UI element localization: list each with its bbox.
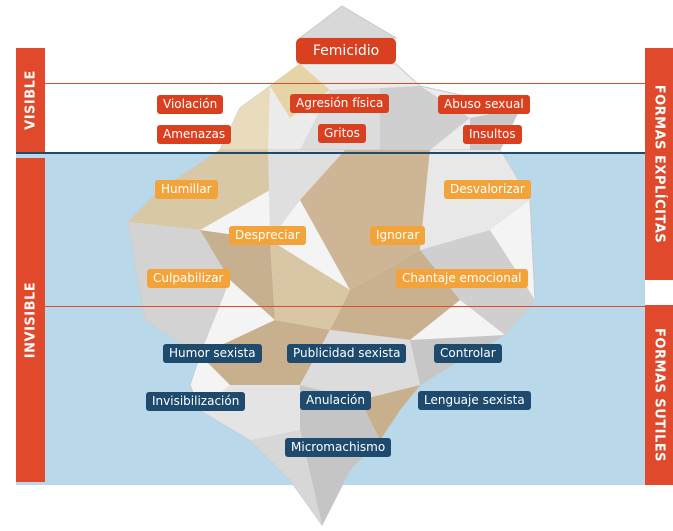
facet-body-5	[128, 222, 230, 355]
visible-label: VISIBLE	[23, 70, 38, 130]
femicidio-tag: Femicidio	[296, 38, 396, 64]
tag-amenazas: Amenazas	[157, 125, 232, 144]
tag-agresion-fisica: Agresión física	[290, 94, 390, 113]
tag-invisibilizacion: Invisibilización	[146, 392, 246, 411]
tag-publicidad-sexista: Publicidad sexista	[287, 344, 407, 363]
tag-desvalorizar: Desvalorizar	[444, 180, 531, 199]
facet-body-15	[360, 385, 420, 440]
tag-humillar: Humillar	[155, 180, 218, 199]
tag-insultos: Insultos	[463, 125, 522, 144]
facet-body-4	[420, 150, 530, 250]
invisible-side-label: INVISIBLE	[16, 158, 45, 482]
tag-humor-sexista: Humor sexista	[163, 344, 262, 363]
tag-anulacion: Anulación	[300, 391, 371, 410]
invisible-label: INVISIBLE	[23, 281, 38, 359]
tag-chantaje-emocional: Chantaje emocional	[396, 269, 528, 288]
visible-side-label: VISIBLE	[16, 48, 45, 152]
tag-lenguaje-sexista: Lenguaje sexista	[418, 391, 531, 410]
facet-tan-2	[220, 86, 270, 150]
waterline	[16, 152, 645, 154]
formas-explicitas-side-label: FORMAS EXPLÍCITAS	[645, 48, 673, 280]
formas-sutiles-side-label: FORMAS SUTILES	[645, 305, 673, 485]
tag-gritos: Gritos	[318, 124, 366, 143]
facet-body-6	[200, 230, 275, 320]
formas-sutiles-label: FORMAS SUTILES	[651, 328, 667, 462]
subtle-line	[16, 306, 645, 307]
tag-despreciar: Despreciar	[229, 226, 306, 245]
tag-culpabilizar: Culpabilizar	[147, 269, 230, 288]
iceberg-tip	[298, 5, 398, 39]
facet-grey-1	[380, 86, 470, 150]
tag-violacion: Violación	[157, 95, 224, 114]
tag-micromachismo: Micromachismo	[285, 438, 392, 457]
facet-body-3	[300, 150, 430, 290]
formas-explicitas-label: FORMAS EXPLÍCITAS	[651, 84, 667, 244]
tag-controlar: Controlar	[434, 344, 502, 363]
visible-line-top	[16, 83, 645, 84]
tag-abuso-sexual: Abuso sexual	[438, 95, 530, 114]
facet-body-10	[200, 320, 330, 385]
facet-body-2	[268, 150, 345, 240]
tag-ignorar: Ignorar	[370, 226, 426, 245]
facet-body-7	[270, 240, 350, 330]
facet-tan-1	[270, 64, 330, 118]
